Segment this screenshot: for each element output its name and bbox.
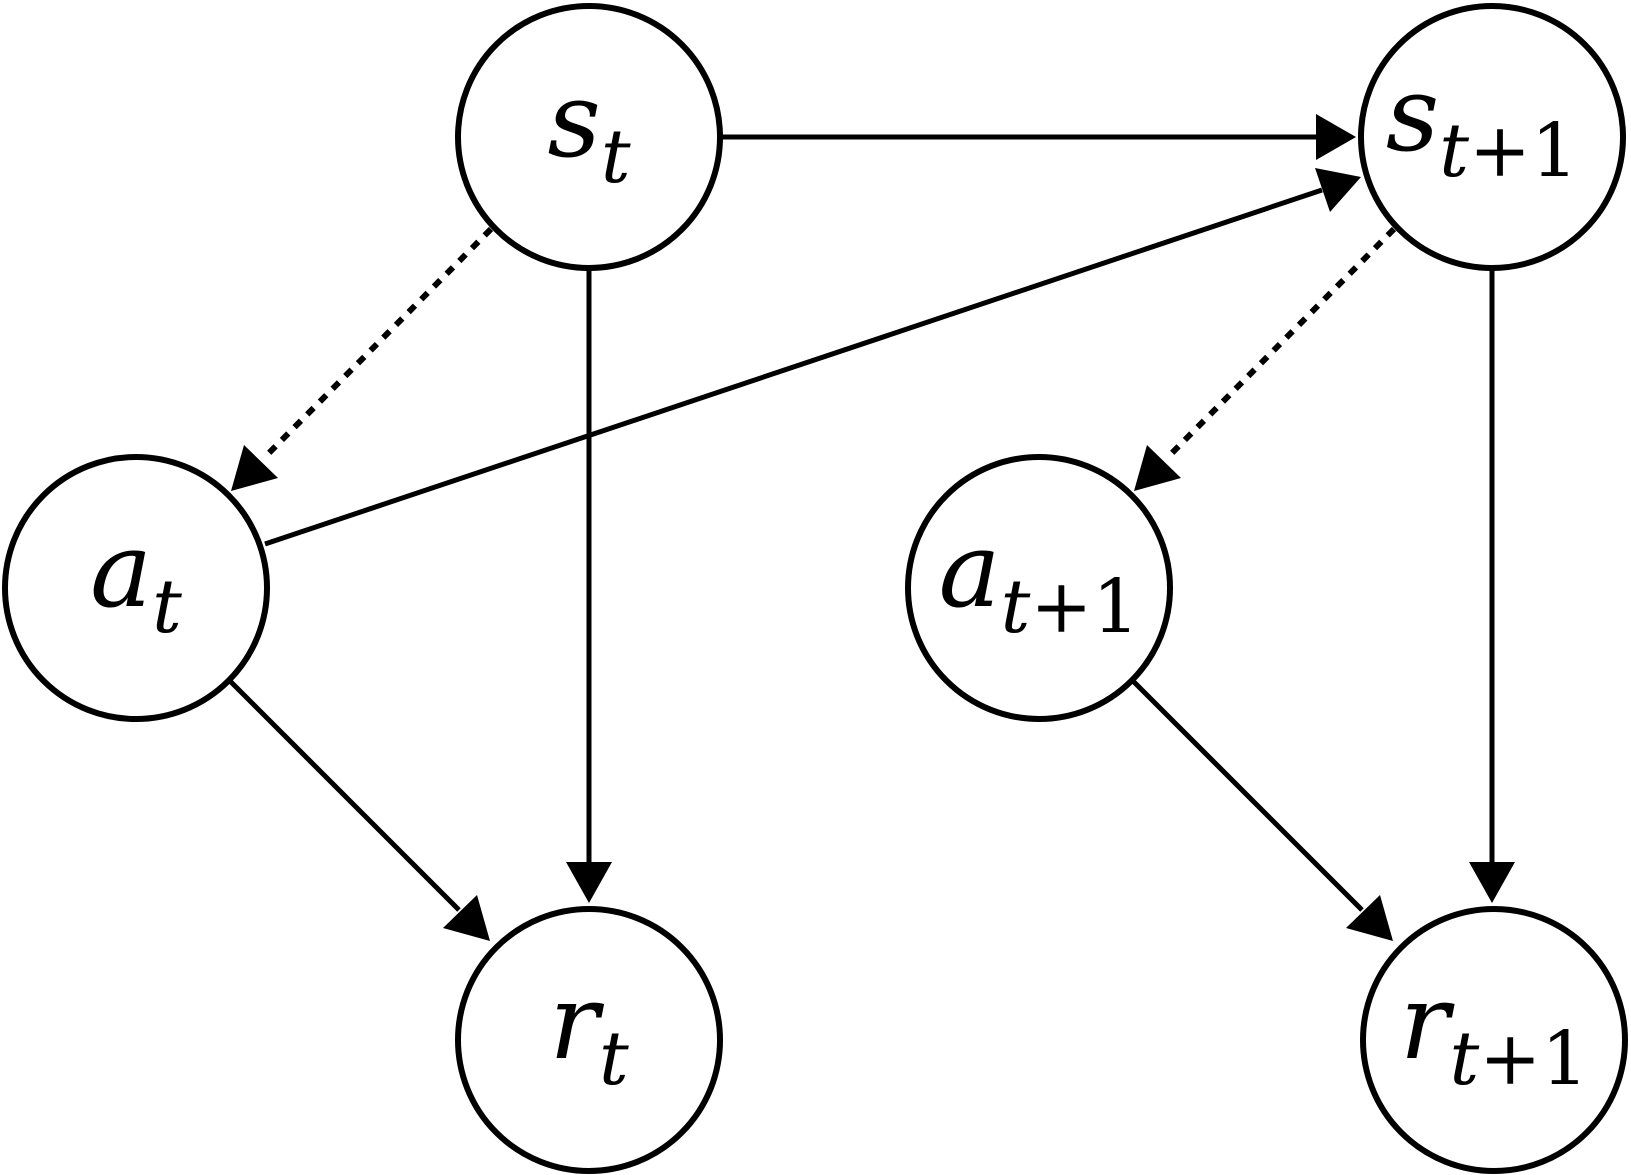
node-layer: st st+1 at at+1 rt bbox=[2, 3, 1628, 1174]
arrowhead-st-to-at bbox=[231, 445, 278, 491]
node-s-t-symbol: s bbox=[547, 59, 600, 181]
node-r-t-label: rt bbox=[549, 961, 629, 1102]
arrowhead-at-to-rt bbox=[443, 895, 490, 941]
node-s-t-circle bbox=[455, 3, 723, 271]
node-s-t1: st+1 bbox=[1358, 3, 1626, 271]
edge-at-to-st1 bbox=[264, 187, 1323, 547]
arrowhead-st-to-rt bbox=[566, 862, 612, 903]
node-a-t-subscript: t bbox=[152, 564, 182, 650]
arrowhead-at1-to-rt1 bbox=[1346, 895, 1393, 941]
node-s-t1-subscript: t+1 bbox=[1439, 108, 1578, 194]
node-r-t-subscript: t bbox=[599, 1016, 629, 1102]
node-a-t1-label: at+1 bbox=[939, 509, 1140, 650]
node-s-t1-symbol: s bbox=[1386, 53, 1439, 175]
node-a-t1-subscript: t+1 bbox=[1001, 564, 1140, 650]
node-s-t-label: st bbox=[547, 59, 630, 200]
node-s-t: st bbox=[455, 3, 723, 271]
node-r-t-symbol: r bbox=[549, 961, 604, 1083]
node-s-t1-label: st+1 bbox=[1386, 53, 1578, 194]
edge-at1-to-rt1 bbox=[1131, 679, 1364, 912]
edge-st-to-at-dotted bbox=[260, 226, 494, 462]
node-r-t-circle bbox=[455, 906, 723, 1174]
node-r-t1: rt+1 bbox=[1360, 906, 1628, 1174]
node-a-t-symbol: a bbox=[90, 509, 152, 631]
arrowhead-st1-to-rt1 bbox=[1469, 862, 1515, 903]
edge-st1-to-at1-dotted bbox=[1163, 226, 1397, 462]
arrowhead-st-to-st1 bbox=[1316, 114, 1356, 160]
node-s-t1-circle bbox=[1358, 3, 1626, 271]
edge-at-to-rt bbox=[228, 679, 461, 912]
node-r-t: rt bbox=[455, 906, 723, 1174]
node-s-t-subscript: t bbox=[601, 114, 631, 200]
node-a-t-circle bbox=[2, 454, 270, 722]
node-a-t1-symbol: a bbox=[939, 509, 1001, 631]
node-a-t: at bbox=[2, 454, 270, 722]
node-a-t-label: at bbox=[90, 509, 182, 650]
node-a-t1: at+1 bbox=[905, 454, 1173, 722]
node-a-t1-circle bbox=[905, 454, 1173, 722]
node-r-t1-subscript: t+1 bbox=[1449, 1016, 1588, 1102]
arrowhead-st1-to-at1 bbox=[1134, 445, 1181, 491]
node-r-t1-label: rt+1 bbox=[1400, 961, 1589, 1102]
node-r-t1-symbol: r bbox=[1400, 961, 1455, 1083]
arrowhead-at-to-st1 bbox=[1315, 168, 1361, 212]
edge-layer bbox=[228, 114, 1515, 941]
node-r-t1-circle bbox=[1360, 906, 1628, 1174]
